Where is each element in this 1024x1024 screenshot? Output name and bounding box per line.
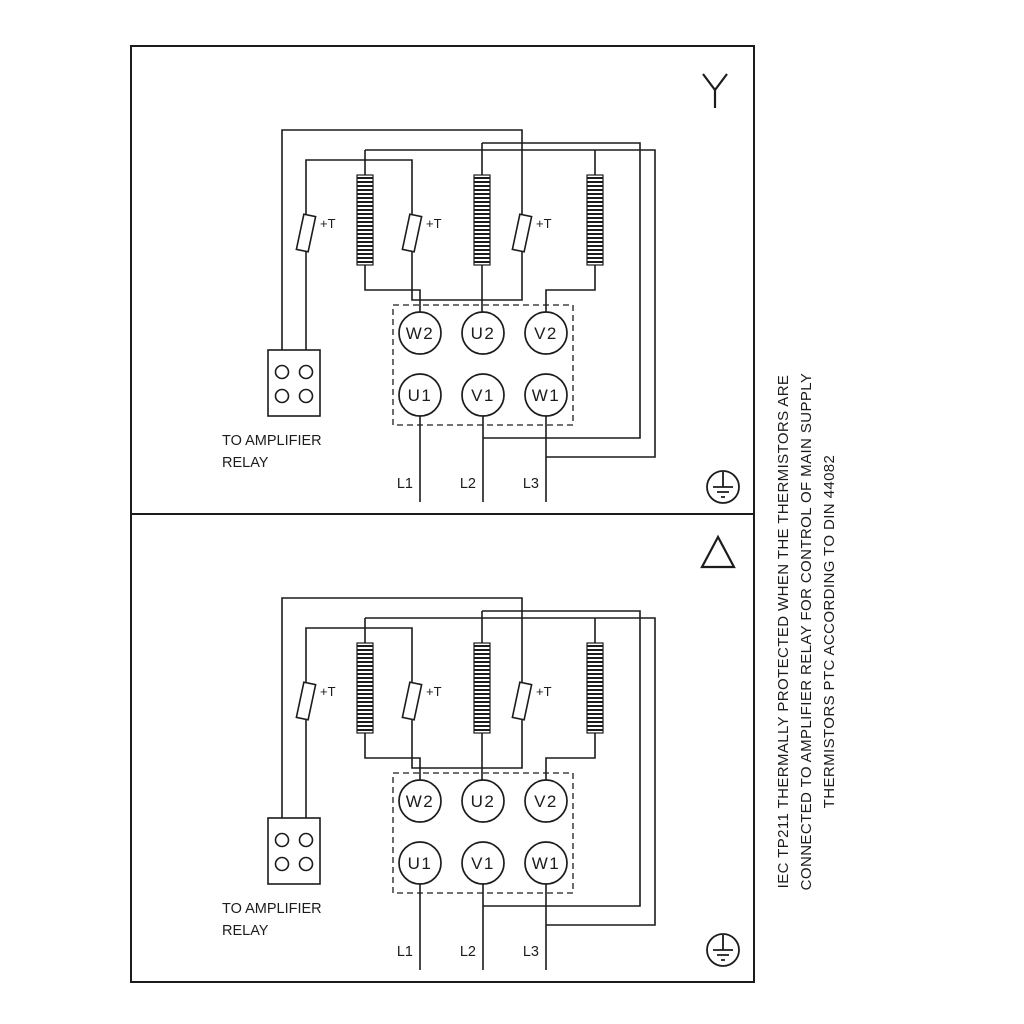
earth-ground-icon <box>706 933 740 967</box>
terminal-v2: V2 <box>524 311 568 355</box>
terminal-v2: V2 <box>524 779 568 823</box>
thermistor-label: +T <box>320 216 336 231</box>
thermistor-icon <box>295 681 533 721</box>
amplifier-relay-terminal-block <box>267 349 321 417</box>
svg-text:V1: V1 <box>471 854 495 873</box>
svg-text:V2: V2 <box>534 324 558 343</box>
svg-text:U1: U1 <box>408 386 433 405</box>
thermistor-label: +T <box>320 684 336 699</box>
star-connection-panel: +T +T +T TO AMPLIFIER RELAY W2 U2 V2 <box>130 45 755 515</box>
note-line: IEC TP211 THERMALLY PROTECTED WHEN THE T… <box>775 374 792 889</box>
svg-text:U2: U2 <box>471 792 496 811</box>
mains-label-l3: L3 <box>523 476 539 492</box>
side-note: IEC TP211 THERMALLY PROTECTED WHEN THE T… <box>772 45 852 983</box>
relay-caption-line1: TO AMPLIFIER <box>222 433 322 449</box>
note-line: THERMISTORS PTC ACCORDING TO DIN 44082 <box>821 454 838 809</box>
mains-label-l1: L1 <box>397 476 413 492</box>
svg-text:W1: W1 <box>532 386 561 405</box>
relay-caption-line1: TO AMPLIFIER <box>222 901 322 917</box>
svg-text:W2: W2 <box>406 792 435 811</box>
terminal-v1: V1 <box>461 841 505 885</box>
svg-text:W2: W2 <box>406 324 435 343</box>
delta-connection-panel: +T +T +T TO AMPLIFIER RELAY W2 U2 V2 <box>130 513 755 983</box>
relay-caption-line2: RELAY <box>222 455 269 471</box>
svg-text:U1: U1 <box>408 854 433 873</box>
earth-ground-icon <box>706 470 740 504</box>
motor-winding-icon <box>356 642 604 734</box>
wye-symbol-icon <box>702 73 728 108</box>
motor-winding-icon <box>356 174 604 266</box>
thermistor-label: +T <box>426 216 442 231</box>
delta-symbol-icon <box>700 534 736 569</box>
side-note-text: IEC TP211 THERMALLY PROTECTED WHEN THE T… <box>772 45 852 983</box>
terminal-v1: V1 <box>461 373 505 417</box>
terminal-w2: W2 <box>398 779 442 823</box>
amplifier-relay-terminal-block <box>267 817 321 885</box>
thermistor-label: +T <box>426 684 442 699</box>
svg-text:V1: V1 <box>471 386 495 405</box>
terminal-w2: W2 <box>398 311 442 355</box>
wiring-lines <box>281 597 656 970</box>
mains-label-l1: L1 <box>397 944 413 960</box>
relay-caption-line2: RELAY <box>222 923 269 939</box>
thermistor-icon <box>295 213 533 253</box>
panel-border <box>130 513 755 983</box>
mains-label-l2: L2 <box>460 476 476 492</box>
svg-text:V2: V2 <box>534 792 558 811</box>
terminal-board-outline <box>392 772 574 894</box>
terminal-u1: U1 <box>398 841 442 885</box>
mains-label-l3: L3 <box>523 944 539 960</box>
mains-label-l2: L2 <box>460 944 476 960</box>
thermistor-label: +T <box>536 216 552 231</box>
terminal-u2: U2 <box>461 311 505 355</box>
wiring-lines <box>281 129 656 502</box>
terminal-w1: W1 <box>524 373 568 417</box>
svg-text:U2: U2 <box>471 324 496 343</box>
thermistor-label: +T <box>536 684 552 699</box>
terminal-u1: U1 <box>398 373 442 417</box>
note-line: CONNECTED TO AMPLIFIER RELAY FOR CONTROL… <box>798 372 815 891</box>
svg-text:W1: W1 <box>532 854 561 873</box>
terminal-u2: U2 <box>461 779 505 823</box>
terminal-board-outline <box>392 304 574 426</box>
terminal-w1: W1 <box>524 841 568 885</box>
